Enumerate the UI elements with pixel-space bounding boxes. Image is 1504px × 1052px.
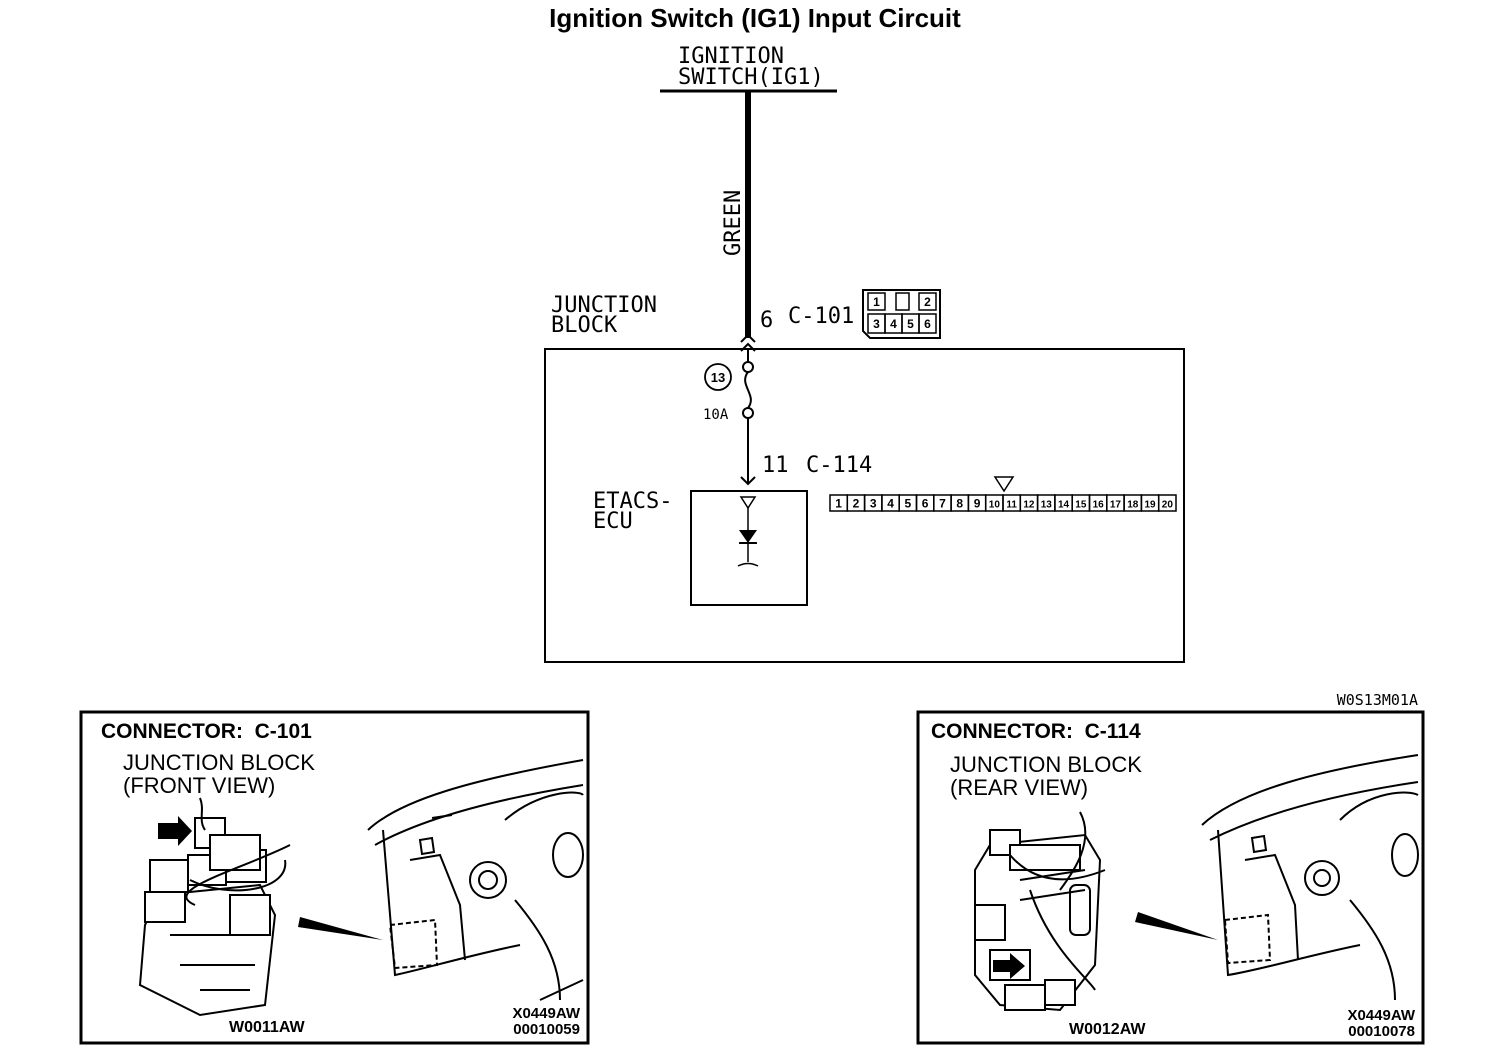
c101-connector-mark — [740, 333, 756, 352]
c114-pin-3: 3 — [870, 497, 877, 511]
panel-c114-code-right-1: X0449AW — [1347, 1007, 1415, 1024]
panel-c114-line1: JUNCTION BLOCK — [950, 752, 1142, 777]
panel-c101-code-right-1: X0449AW — [512, 1005, 580, 1022]
c114-pin-13: 13 — [1041, 500, 1053, 511]
junction-block-front-illustration — [138, 797, 291, 1017]
c101-pin-number: 6 — [760, 308, 773, 333]
fuse-rating: 10A — [703, 407, 729, 423]
junction-block-box — [544, 348, 1185, 663]
panel-c101-code-bottom: W0011AW — [229, 1019, 305, 1036]
ignition-switch-label-2: SWITCH(IG1) — [678, 65, 824, 90]
c114-pin-6: 6 — [922, 497, 929, 511]
c114-label: C-114 — [806, 453, 872, 478]
c101-pin-2: 2 — [924, 295, 931, 309]
junction-block-rear-illustration — [974, 811, 1106, 1012]
c114-pin-17: 17 — [1110, 500, 1122, 511]
c101-connector-icon: 1 2 3 4 5 6 — [862, 289, 941, 339]
ecu-label-2: ECU — [593, 509, 633, 534]
junction-block-label-2: BLOCK — [551, 313, 618, 338]
c114-pin-9: 9 — [974, 497, 981, 511]
connector-panel-c101: CONNECTOR: C-101 JUNCTION BLOCK (FRONT V… — [79, 710, 590, 1045]
c101-pin-1: 1 — [873, 295, 880, 309]
c114-pin-4: 4 — [887, 497, 894, 511]
c101-pin-6: 6 — [924, 317, 931, 331]
ecu-label-1: ETACS- — [593, 489, 672, 514]
fuse-number-circle — [704, 363, 732, 391]
c114-pin-5: 5 — [905, 497, 912, 511]
panel-c101-heading: CONNECTOR: C-101 — [101, 720, 312, 743]
c114-pin-8: 8 — [956, 497, 963, 511]
c114-connector-mark — [740, 476, 756, 486]
ecu-box — [690, 490, 808, 606]
panel-c114-line2: (REAR VIEW) — [950, 775, 1088, 800]
c114-pin-18: 18 — [1127, 500, 1139, 511]
pointer-wedge — [1135, 912, 1218, 940]
pointer-wedge — [298, 917, 383, 940]
connector-panel-c114: CONNECTOR: C-114 JUNCTION BLOCK (REAR VI… — [916, 710, 1425, 1045]
arrow-icon — [158, 816, 192, 846]
wire-color-label: GREEN — [721, 190, 746, 256]
c101-pin-5: 5 — [907, 317, 914, 331]
panel-c101-code-right-2: 00010059 — [513, 1021, 580, 1038]
c114-pin-cell — [1157, 494, 1177, 512]
diagram-title: Ignition Switch (IG1) Input Circuit — [549, 3, 961, 33]
c114-pin-16: 16 — [1093, 500, 1105, 511]
junction-block-label-1: JUNCTION — [551, 293, 657, 318]
c114-pin-10: 10 — [989, 500, 1001, 511]
diode-icon — [737, 496, 759, 567]
ignition-switch: IGNITION SWITCH(IG1) — [660, 44, 837, 93]
panel-c114-heading: CONNECTOR: C-114 — [931, 720, 1141, 743]
ignition-switch-label-1: IGNITION — [678, 44, 784, 69]
c101-pin-4: 4 — [890, 317, 897, 331]
panel-c114-code-bottom: W0012AW — [1069, 1021, 1146, 1038]
fuse-number: 13 — [711, 370, 725, 385]
arrow-icon — [993, 953, 1025, 979]
dashboard-illustration — [367, 759, 584, 1001]
fuse: 13 10A — [703, 349, 754, 423]
c114-pin-pointer — [993, 476, 1015, 493]
c114-pin-number: 11 — [762, 453, 789, 478]
figure-code: W0S13M01A — [1337, 691, 1418, 709]
c114-pin-7: 7 — [939, 497, 946, 511]
panel-c101-line1: JUNCTION BLOCK — [123, 750, 315, 775]
c114-pin-12: 12 — [1023, 500, 1035, 511]
c114-pin-20: 20 — [1162, 500, 1174, 511]
c114-pin-14: 14 — [1058, 500, 1070, 511]
c114-pin-1: 1 — [835, 497, 842, 511]
c101-pin-3: 3 — [873, 317, 880, 331]
c114-pin-2: 2 — [853, 497, 860, 511]
dashboard-illustration — [1201, 754, 1419, 1001]
panel-c114-code-right-2: 00010078 — [1348, 1023, 1415, 1040]
c101-label: C-101 — [788, 304, 854, 329]
c114-pin-19: 19 — [1144, 500, 1156, 511]
c114-pin-15: 15 — [1075, 500, 1087, 511]
c114-pin-11: 11 — [1006, 500, 1017, 511]
panel-c101-line2: (FRONT VIEW) — [123, 773, 275, 798]
